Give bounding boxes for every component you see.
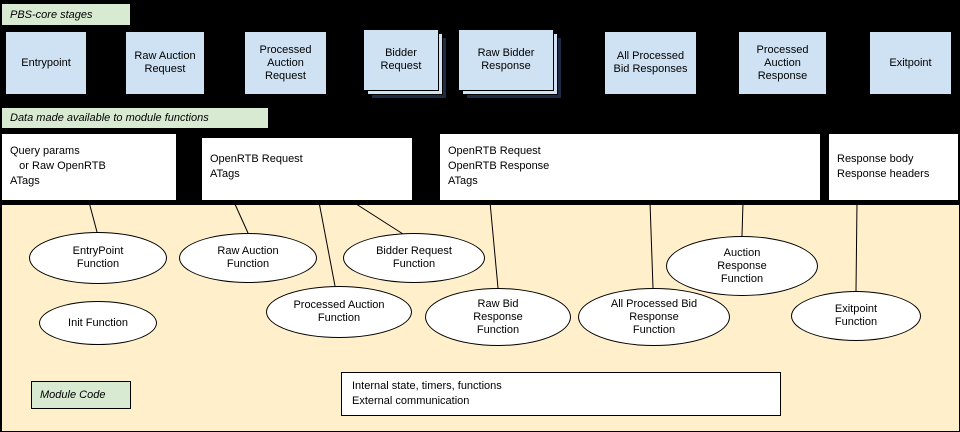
databox-line: ATags	[10, 175, 40, 187]
function-init: Init Function	[39, 301, 157, 345]
function-entrypoint: EntryPoint Function	[29, 232, 167, 284]
databox-line: OpenRTB Request	[210, 153, 303, 165]
databox-entrypoint-data: Query params or Raw OpenRTB ATags	[1, 133, 177, 201]
stage-label: All Processed Bid Responses	[613, 50, 688, 75]
stage-all-processed-bid-responses: All Processed Bid Responses	[604, 31, 697, 95]
function-auction-response: Auction Response Function	[666, 236, 818, 296]
pbs-core-stages-label: PBS-core stages	[1, 3, 131, 26]
stage-entrypoint: Entrypoint	[5, 31, 87, 95]
stage-processed-auction-request: Processed Auction Request	[244, 31, 327, 95]
function-exitpoint: Exitpoint Function	[791, 291, 921, 341]
stage-label: Raw Auction Request	[134, 50, 196, 75]
stage-label: Bidder Request	[380, 47, 422, 72]
stage-label: Exitpoint	[889, 56, 932, 69]
function-label: Raw Bid Response Function	[473, 297, 523, 336]
function-label: Processed Auction Function	[293, 299, 385, 324]
databox-line: Response headers	[837, 168, 930, 180]
internal-state-line: Internal state, timers, functions	[352, 380, 502, 392]
function-label: All Processed Bid Response Function	[610, 297, 698, 336]
function-label: Init Function	[68, 316, 128, 329]
function-raw-bid-response: Raw Bid Response Function	[425, 288, 571, 346]
databox-openrtb-request-response: OpenRTB Request OpenRTB Response ATags	[439, 133, 821, 201]
databox-response: Response body Response headers	[828, 133, 959, 201]
stage-bidder-request: Bidder Request	[363, 29, 439, 91]
stage-bidder-request-stack: Bidder Request	[363, 29, 447, 99]
databox-line: ATags	[448, 175, 478, 187]
data-available-label: Data made available to module functions	[1, 107, 269, 129]
stage-exitpoint: Exitpoint	[869, 31, 952, 95]
databox-openrtb-request: OpenRTB Request ATags	[201, 137, 413, 201]
stage-raw-auction-request: Raw Auction Request	[125, 31, 205, 95]
function-raw-auction: Raw Auction Function	[179, 233, 317, 283]
databox-line: Query params	[10, 145, 80, 157]
stage-label: Raw Bidder Response	[477, 47, 535, 72]
databox-line: or Raw OpenRTB	[10, 160, 106, 172]
function-label: EntryPoint Function	[72, 245, 124, 270]
stage-label: Processed Auction Response	[756, 43, 809, 82]
function-all-processed-bid-response: All Processed Bid Response Function	[578, 288, 730, 346]
databox-line: Response body	[837, 153, 914, 165]
function-label: Exitpoint Function	[834, 303, 878, 328]
module-code-label: Module Code	[31, 381, 131, 409]
internal-state-line: External communication	[352, 395, 470, 407]
internal-state-box: Internal state, timers, functions Extern…	[341, 372, 781, 416]
function-bidder-request: Bidder Request Function	[343, 233, 485, 283]
databox-line: OpenRTB Request	[448, 145, 541, 157]
databox-line: ATags	[210, 168, 240, 180]
stage-processed-auction-response: Processed Auction Response	[738, 31, 827, 95]
function-label: Auction Response Function	[717, 246, 767, 285]
function-label: Raw Auction Function	[217, 245, 279, 270]
function-processed-auction: Processed Auction Function	[266, 286, 412, 338]
function-label: Bidder Request Function	[376, 245, 452, 270]
stage-raw-bidder-response: Raw Bidder Response	[458, 29, 554, 91]
stage-label: Processed Auction Request	[259, 43, 312, 82]
stage-raw-bidder-response-stack: Raw Bidder Response	[458, 29, 562, 99]
databox-line: OpenRTB Response	[448, 160, 550, 172]
stage-label: Entrypoint	[21, 56, 71, 69]
